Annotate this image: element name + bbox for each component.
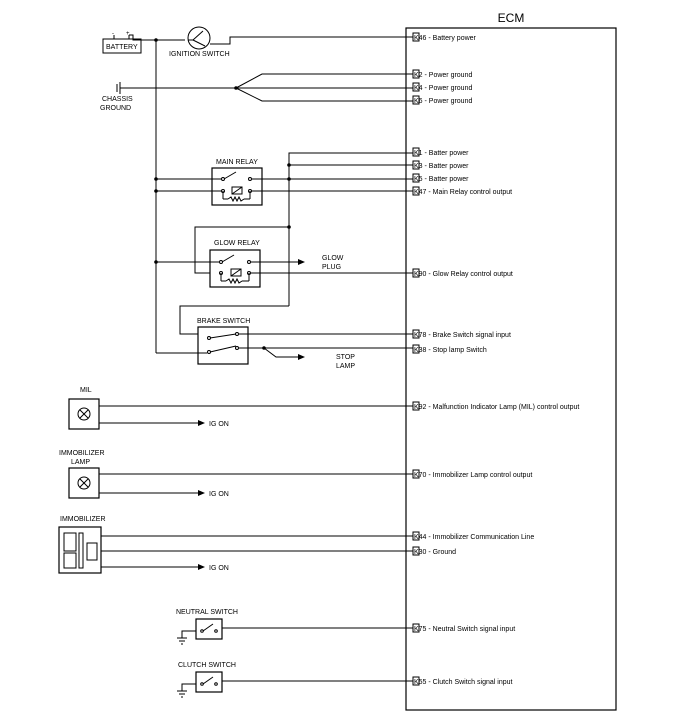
ecm-pin-k1: K1 - Batter power — [412, 147, 469, 157]
brake-switch-symbol — [197, 326, 249, 365]
svg-text:K6 - Power ground: K6 - Power ground — [414, 98, 472, 105]
stop-lamp-label-1: STOP — [336, 354, 355, 361]
immobilizer-lamp-symbol — [68, 467, 100, 499]
chassis-ground-symbol — [116, 82, 236, 94]
ecm-pin-k2: K2 - Power ground — [412, 69, 472, 79]
ecm-pin-k5: K5 - Batter power — [412, 173, 469, 183]
ecm-title: ECM — [498, 11, 525, 25]
immobilizer-ig-on-arrow-icon — [198, 564, 205, 570]
battery-symbol: - + BATTERY — [102, 31, 142, 54]
neutral-switch-label: NEUTRAL SWITCH — [176, 609, 238, 616]
glow-plug-arrow-icon — [298, 259, 305, 265]
mil-label: MIL — [80, 387, 92, 394]
svg-text:K46 - Battery power: K46 - Battery power — [414, 35, 477, 42]
ecm-pin-k92: K92 - Malfunction Indicator Lamp (MIL) c… — [412, 401, 579, 411]
battery-label: BATTERY — [106, 44, 138, 51]
chassis-ground-label-2: GROUND — [100, 105, 131, 112]
ecm-pin-k55: K55 - Clutch Switch signal input — [412, 676, 512, 686]
neutral-switch-symbol — [195, 618, 223, 640]
ecm-pin-k70: K70 - Immobilizer Lamp control output — [412, 469, 532, 479]
ecm-pin-k75: K75 - Neutral Switch signal input — [412, 623, 515, 633]
glow-plug-label-1: GLOW — [322, 255, 344, 262]
ignition-switch-label: IGNITION SWITCH — [169, 51, 230, 58]
stop-lamp-label-2: LAMP — [336, 363, 355, 370]
mil-ig-on-label: IG ON — [209, 421, 229, 428]
svg-text:-: - — [112, 31, 114, 37]
immobilizer-lamp-ig-on-arrow-icon — [198, 490, 205, 496]
svg-text:K30 - Ground: K30 - Ground — [414, 549, 456, 556]
ecm-pin-k3: K3 - Batter power — [412, 160, 469, 170]
svg-text:K90 - Glow Relay control outpu: K90 - Glow Relay control output — [414, 271, 513, 278]
glow-plug-label-2: PLUG — [322, 264, 341, 271]
ecm-pin-k6: K6 - Power ground — [412, 95, 472, 105]
main-relay-label: MAIN RELAY — [216, 159, 258, 166]
clutch-switch-label: CLUTCH SWITCH — [178, 662, 236, 669]
svg-text:K55 - Clutch Switch signal inp: K55 - Clutch Switch signal input — [414, 679, 512, 686]
immobilizer-module-symbol — [58, 526, 102, 574]
ecm-pin-k38: K38 - Stop lamp Switch — [412, 344, 487, 354]
ecm-module-box — [405, 27, 617, 711]
svg-text:K92 - Malfunction Indicator La: K92 - Malfunction Indicator Lamp (MIL) c… — [414, 404, 579, 411]
ecm-pin-k30: K30 - Ground — [412, 546, 456, 556]
svg-text:+: + — [126, 31, 130, 37]
ecm-pin-k46: K46 - Battery power — [412, 32, 477, 42]
immobilizer-label: IMMOBILIZER — [60, 516, 106, 523]
ignition-switch-symbol — [187, 26, 211, 50]
glow-relay-label: GLOW RELAY — [214, 240, 260, 247]
mil-ig-on-arrow-icon — [198, 420, 205, 426]
svg-text:K78 - Brake Switch signal inpu: K78 - Brake Switch signal input — [414, 332, 511, 339]
svg-text:K4 - Power ground: K4 - Power ground — [414, 85, 472, 92]
immobilizer-lamp-label-1: IMMOBILIZER — [59, 450, 105, 457]
main-relay-symbol — [211, 167, 263, 206]
svg-text:K75 - Neutral Switch signal in: K75 - Neutral Switch signal input — [414, 626, 515, 633]
ecm-pin-k90: K90 - Glow Relay control output — [412, 268, 513, 278]
immobilizer-lamp-label-2: LAMP — [71, 459, 90, 466]
svg-text:K44 - Immobilizer Communicatio: K44 - Immobilizer Communication Line — [414, 534, 534, 541]
immobilizer-lamp-ig-on-label: IG ON — [209, 491, 229, 498]
neutral-switch-ground-icon — [177, 637, 187, 645]
clutch-switch-symbol — [195, 671, 223, 693]
svg-text:K70 - Immobilizer Lamp control: K70 - Immobilizer Lamp control output — [414, 472, 532, 479]
mil-lamp-symbol — [68, 398, 100, 430]
svg-text:K38 - Stop lamp Switch: K38 - Stop lamp Switch — [414, 347, 487, 354]
clutch-switch-ground-icon — [177, 690, 187, 698]
svg-text:K5 - Batter power: K5 - Batter power — [414, 176, 469, 183]
ecm-pin-k44: K44 - Immobilizer Communication Line — [412, 531, 534, 541]
ecm-pin-k4: K4 - Power ground — [412, 82, 472, 92]
brake-switch-label: BRAKE SWITCH — [197, 318, 250, 325]
stop-lamp-arrow-icon — [298, 354, 305, 360]
svg-text:K47 - Main Relay control outpu: K47 - Main Relay control output — [414, 189, 512, 196]
svg-text:K1 - Batter power: K1 - Batter power — [414, 150, 469, 157]
svg-text:K2 - Power ground: K2 - Power ground — [414, 72, 472, 79]
chassis-ground-label-1: CHASSIS — [102, 96, 133, 103]
ecm-pin-k78: K78 - Brake Switch signal input — [412, 329, 511, 339]
immobilizer-ig-on-label: IG ON — [209, 565, 229, 572]
svg-text:K3 - Batter power: K3 - Batter power — [414, 163, 469, 170]
glow-relay-symbol — [209, 249, 261, 288]
ecm-pin-k47: K47 - Main Relay control output — [412, 186, 512, 196]
